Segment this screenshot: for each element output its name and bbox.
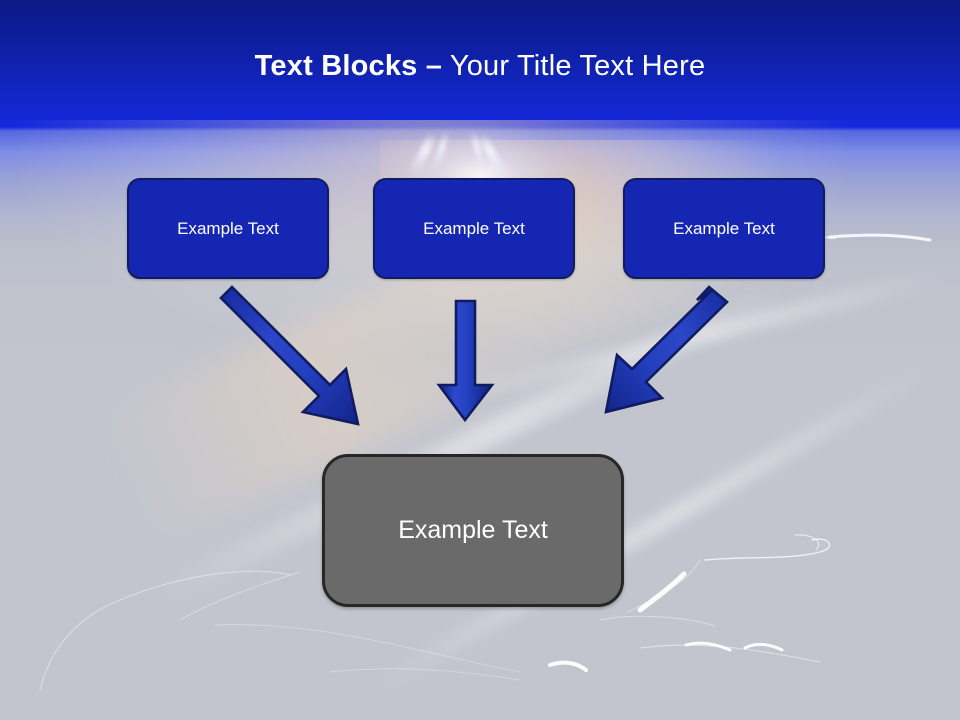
text-block-2-label: Example Text xyxy=(423,218,525,238)
summary-block-label: Example Text xyxy=(398,516,548,544)
slide-title-light: Your Title Text Here xyxy=(442,50,706,82)
slide-title: Text Blocks – Your Title Text Here xyxy=(0,50,960,83)
text-block-1[interactable]: Example Text xyxy=(127,178,329,279)
text-block-3[interactable]: Example Text xyxy=(623,178,825,279)
text-block-1-label: Example Text xyxy=(177,218,279,238)
text-block-3-label: Example Text xyxy=(673,218,775,238)
slide-title-strong: Text Blocks – xyxy=(254,50,443,82)
text-block-2[interactable]: Example Text xyxy=(373,178,575,279)
summary-block[interactable]: Example Text xyxy=(322,454,624,607)
